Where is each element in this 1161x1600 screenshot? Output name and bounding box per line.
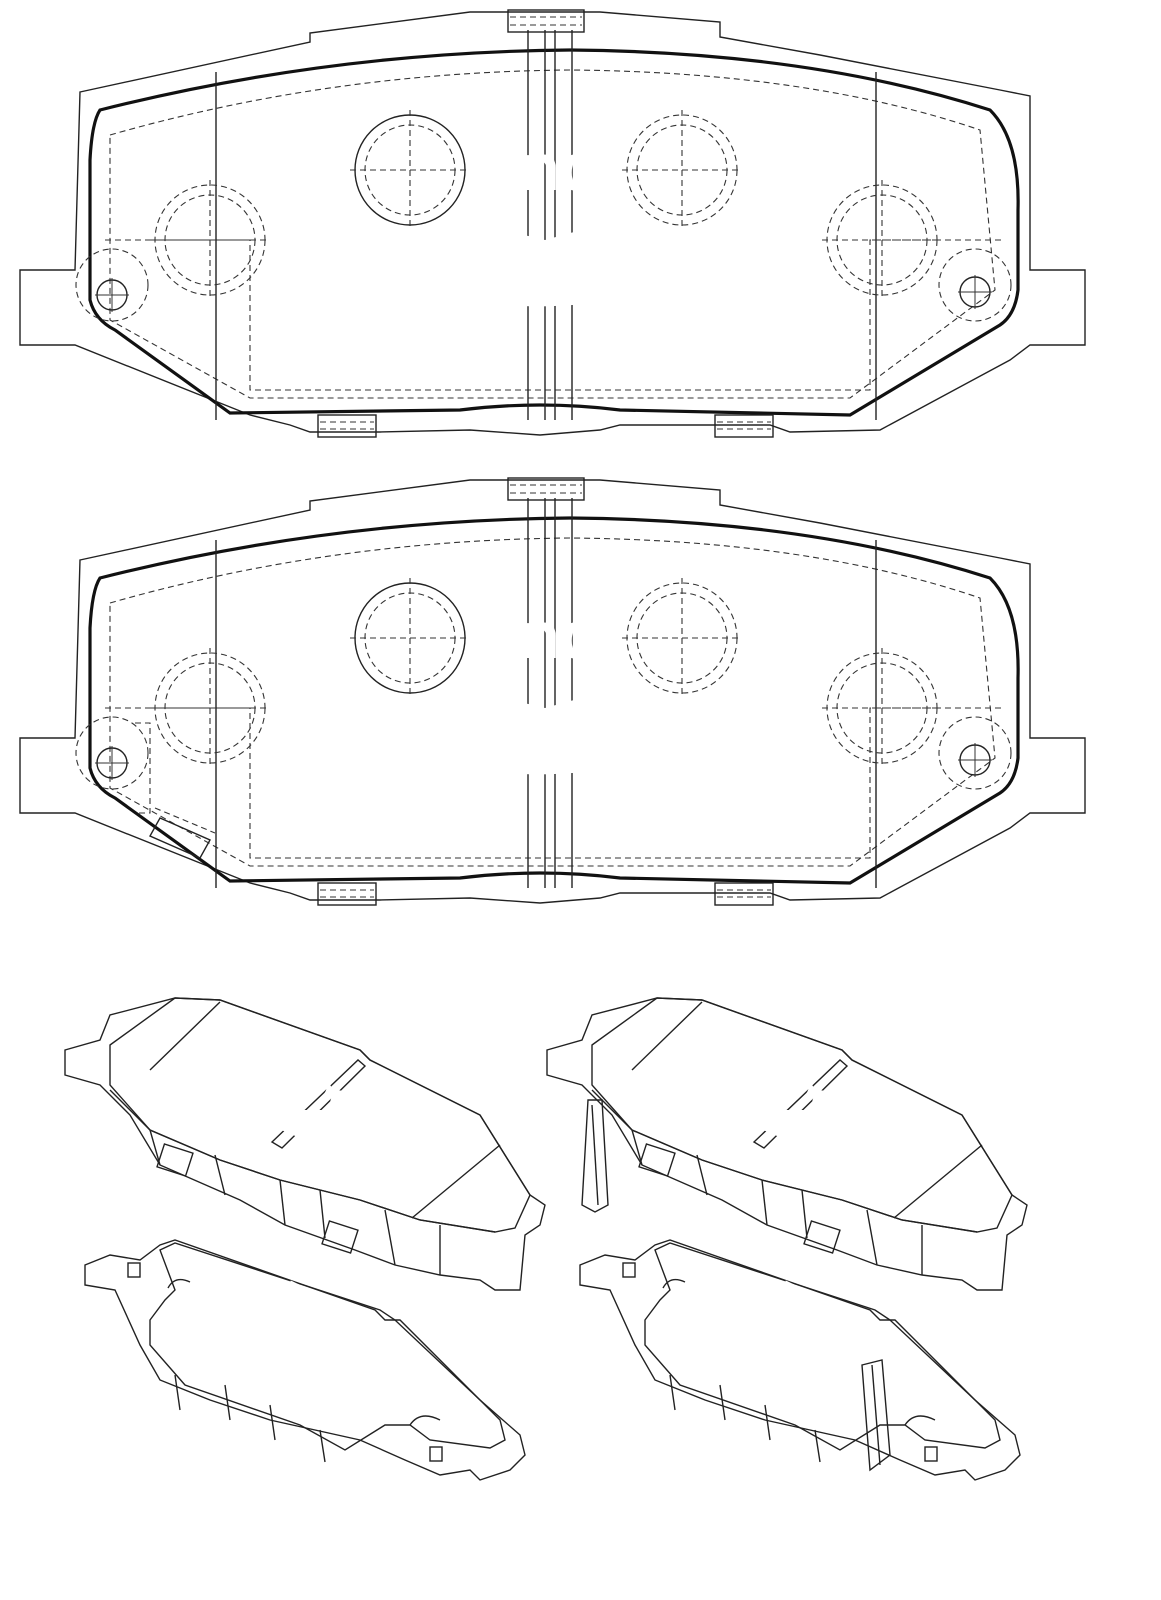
watermark-swoosh	[240, 1320, 360, 1390]
spring-clip	[638, 1143, 676, 1177]
bendix-watermark: Bendix	[400, 130, 690, 307]
locating-holes	[75, 248, 1012, 322]
backing-surface	[149, 1242, 506, 1451]
iso-left-pad-friction-side: Bendix	[64, 997, 546, 1291]
iso-right-pad-friction-side: Bendix	[546, 997, 1028, 1291]
spring-clip	[803, 1220, 841, 1254]
wear-indicator	[861, 1359, 891, 1472]
spring-clip	[321, 1220, 359, 1254]
backing-plate	[546, 997, 1028, 1291]
watermark-swoosh	[400, 668, 690, 775]
locating-pin	[924, 1446, 938, 1462]
watermark-swoosh	[400, 200, 690, 307]
bendix-watermark: Bendix	[240, 1275, 382, 1390]
wear-indicator	[135, 722, 216, 859]
friction-material	[88, 48, 1020, 417]
locating-pin	[622, 1262, 636, 1278]
spring-clip	[156, 1143, 194, 1177]
bendix-watermark: Bendix	[735, 1275, 877, 1390]
locating-holes	[75, 716, 1012, 790]
piston-circles	[150, 578, 942, 768]
piston-circles	[150, 110, 942, 300]
watermark-swoosh	[250, 1090, 375, 1160]
centre-slot	[752, 1059, 849, 1149]
locating-pin	[127, 1262, 141, 1278]
backing-plate	[64, 997, 546, 1291]
watermark-text: Bendix	[435, 130, 655, 204]
friction-material	[88, 516, 1020, 885]
backing-plate	[84, 1239, 526, 1481]
bendix-watermark: Bendix	[400, 598, 690, 775]
hidden-edge	[109, 69, 996, 399]
iso-left-pad-backing-side: Bendix	[84, 1239, 526, 1481]
iso-right-pad-backing-side: Bendix	[579, 1239, 1021, 1481]
bottom-pad-front-view: Bendix	[19, 477, 1086, 906]
wear-indicator	[581, 1099, 609, 1213]
spring-clips	[317, 477, 774, 906]
backing-plate	[579, 1239, 1021, 1481]
bendix-watermark: Bendix	[250, 1047, 384, 1160]
top-pad-front-view: Bendix	[19, 9, 1086, 438]
centre-slot	[527, 498, 573, 888]
centre-slot	[270, 1059, 367, 1149]
watermark-swoosh	[735, 1320, 855, 1390]
locating-pin	[429, 1446, 443, 1462]
hidden-edge	[109, 537, 996, 867]
bendix-watermark: Bendix	[732, 1047, 866, 1160]
watermark-text: Bendix	[277, 1275, 382, 1349]
watermark-swoosh	[732, 1090, 857, 1160]
watermark-text: Bendix	[435, 598, 655, 672]
centre-slot	[527, 30, 573, 420]
backing-surface	[644, 1242, 1001, 1451]
spring-clips	[317, 9, 774, 438]
watermark-text: Bendix	[772, 1275, 877, 1349]
